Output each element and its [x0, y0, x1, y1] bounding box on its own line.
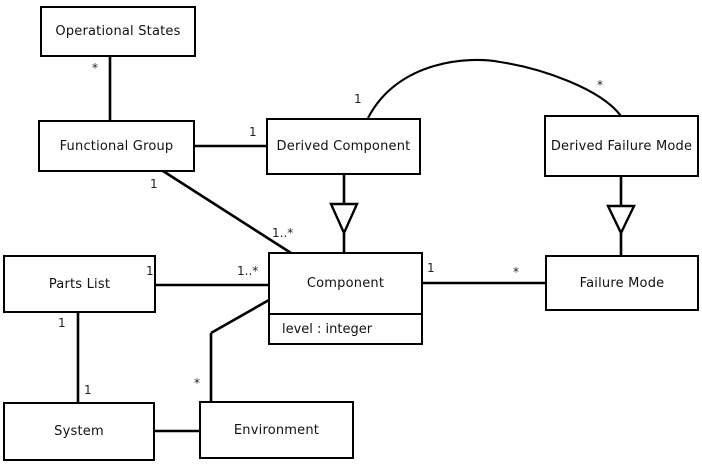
multiplicity-operational-states-functional-group: *	[92, 61, 98, 75]
class-attribute-component-level: level : integer	[270, 313, 421, 343]
multiplicity-parts-list-to-system-target: 1	[84, 383, 92, 397]
multiplicity-functional-group-derived-component: 1	[249, 125, 257, 139]
multiplicity-environment-to-component: *	[194, 376, 200, 390]
class-name-parts-list: Parts List	[48, 276, 111, 292]
class-box-operational-states[interactable]: Operational States	[40, 6, 196, 57]
class-box-failure-mode[interactable]: Failure Mode	[545, 255, 699, 311]
class-box-system[interactable]: System	[3, 402, 155, 461]
multiplicity-component-from-parts-list: 1..*	[237, 264, 259, 278]
class-name-operational-states: Operational States	[55, 24, 181, 39]
class-box-functional-group[interactable]: Functional Group	[38, 120, 195, 172]
class-box-component[interactable]: Component level : integer	[268, 252, 423, 345]
multiplicity-functional-group-component: 1	[150, 177, 158, 191]
class-name-functional-group: Functional Group	[59, 138, 174, 154]
class-box-parts-list[interactable]: Parts List	[3, 255, 156, 313]
generalization-triangle-failure-mode	[606, 204, 636, 236]
edge-component-environment-diagonal	[210, 298, 270, 335]
class-name-system: System	[54, 424, 104, 439]
multiplicity-component-to-failure-mode-source: 1	[427, 261, 435, 275]
class-name-derived-failure-mode: Derived Failure Mode	[550, 138, 693, 154]
class-name-derived-component: Derived Component	[276, 139, 411, 154]
edge-derived-component-derived-failure-mode	[367, 58, 622, 119]
generalization-triangle-component	[329, 202, 359, 236]
multiplicity-parts-list-source: 1	[146, 264, 154, 278]
multiplicity-parts-list-to-system-source: 1	[58, 316, 66, 330]
multiplicity-failure-mode-target: *	[513, 265, 519, 279]
multiplicity-derived-failure-mode-arc-target: *	[597, 78, 603, 92]
multiplicity-derived-component-arc-source: 1	[354, 92, 362, 106]
class-name-failure-mode: Failure Mode	[579, 275, 665, 291]
class-box-derived-failure-mode[interactable]: Derived Failure Mode	[544, 115, 699, 177]
class-box-derived-component[interactable]: Derived Component	[266, 118, 421, 175]
multiplicity-component-from-functional-group: 1..*	[272, 226, 294, 240]
edge-functional-group-component	[162, 169, 292, 255]
class-name-component: Component	[306, 276, 385, 291]
class-box-environment[interactable]: Environment	[199, 401, 354, 459]
class-name-environment: Environment	[233, 422, 320, 438]
